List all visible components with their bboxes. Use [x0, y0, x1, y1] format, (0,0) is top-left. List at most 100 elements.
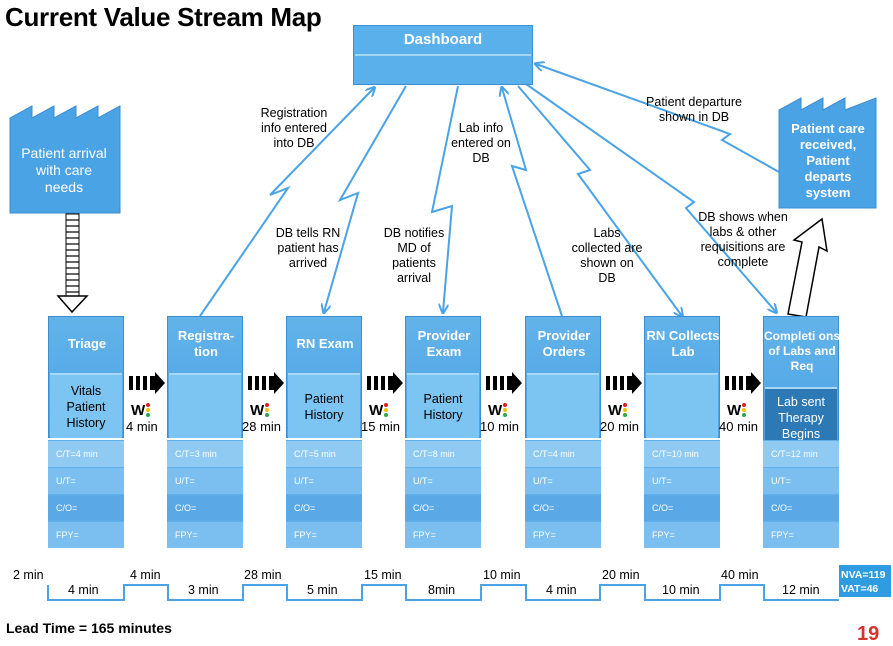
wait-icon: W: [488, 403, 507, 418]
timeline-wait-4: 15 min: [364, 568, 402, 582]
lead-time: Lead Time = 165 minutes: [6, 620, 172, 636]
process-box-completion: Completi ons of Labs and Req Lab sent Th…: [763, 316, 841, 448]
co-label: C/O=: [405, 495, 481, 521]
ct-value: C/T=12 min: [763, 441, 839, 467]
page-title: Current Value Stream Map: [5, 2, 322, 32]
ut-label: U/T=: [644, 468, 720, 494]
info-arrow-customer-to-db: [536, 64, 780, 173]
summary-box: NVA=119 VAT=46: [839, 565, 891, 597]
push-arrow-icon: [129, 372, 165, 394]
page-number: 19: [857, 623, 880, 645]
exit-arrow-up: [787, 217, 828, 318]
fpy-label: FPY=: [286, 522, 362, 548]
wait-time: 10 min: [480, 419, 520, 434]
annotation-lab-info: Lab info entered on DB: [451, 121, 511, 165]
process-name: Provider Orders: [537, 328, 591, 359]
data-box-rn-collects-lab: C/T=10 min U/T= C/O= FPY=: [644, 440, 720, 548]
fpy-label: FPY=: [644, 522, 720, 548]
process-box-triage: Triage Vitals Patient History: [48, 316, 124, 438]
data-box-provider-orders: C/T=4 min U/T= C/O= FPY=: [525, 440, 601, 548]
customer-label: Patient care received, Patient departs s…: [791, 121, 865, 200]
process-box-registration: Registra-tion: [167, 316, 243, 438]
process-note: [169, 373, 241, 438]
fpy-label: FPY=: [405, 522, 481, 548]
info-arrow-db-to-rn-collects: [517, 85, 682, 316]
process-name: Registra-tion: [177, 328, 235, 359]
timeline-wait-6: 20 min: [602, 568, 640, 582]
process-name: Completi ons of Labs and Req: [764, 328, 841, 373]
process-name: RN Exam: [296, 336, 354, 351]
annotation-registration-info: Registration info entered into DB: [260, 106, 328, 150]
vat-value: VAT=46: [841, 583, 879, 595]
process-name: Provider Exam: [417, 328, 471, 359]
timeline-process-2: 3 min: [188, 583, 219, 597]
wait-letter: W: [131, 402, 146, 419]
push-arrow-icon: [725, 372, 761, 394]
wait-letter: W: [369, 402, 384, 419]
process-note: [527, 373, 599, 438]
info-arrow-orders-to-db: [502, 88, 563, 317]
ct-value: C/T=5 min: [286, 441, 362, 467]
wait-time: 40 min: [719, 419, 759, 434]
supplier-factory-shape: [9, 105, 121, 214]
timeline-wait-7: 40 min: [721, 568, 759, 582]
process-box-provider-orders: Provider Orders: [525, 316, 601, 438]
co-label: C/O=: [48, 495, 124, 521]
timeline-wait-2: 4 min: [130, 568, 161, 582]
annotation-db-tells-rn: DB tells RN patient has arrived: [275, 226, 341, 270]
co-label: C/O=: [286, 495, 362, 521]
info-flow-arrows: [199, 64, 780, 317]
timeline-wait-1: 2 min: [13, 568, 44, 582]
ct-value: C/T=4 min: [48, 441, 124, 467]
dashboard-title: Dashboard: [403, 31, 483, 48]
timeline-process-6: 10 min: [662, 583, 700, 597]
co-label: C/O=: [644, 495, 720, 521]
timeline-process-4: 8min: [428, 583, 456, 597]
dashboard-divider: [355, 54, 531, 56]
fpy-label: FPY=: [167, 522, 243, 548]
timeline-process-7: 12 min: [782, 583, 820, 597]
info-arrow-registration-to-db: [199, 88, 374, 317]
process-note: [646, 373, 718, 438]
data-box-completion: C/T=12 min U/T= C/O= FPY=: [763, 440, 839, 548]
process-name: Triage: [67, 336, 107, 351]
ut-label: U/T=: [167, 468, 243, 494]
fpy-label: FPY=: [48, 522, 124, 548]
process-note: Vitals Patient History: [50, 373, 122, 438]
dashboard-box: Dashboard: [353, 25, 533, 85]
wait-time: 28 min: [242, 419, 282, 434]
wait-icon: W: [131, 402, 150, 419]
annotation-patient-departure: Patient departure shown in DB: [646, 95, 742, 124]
ct-value: C/T=4 min: [525, 441, 601, 467]
co-label: C/O=: [763, 495, 839, 521]
co-label: C/O=: [167, 495, 243, 521]
timeline-process-1: 4 min: [68, 583, 99, 597]
process-box-rn-collects-lab: RN Collects Lab: [644, 316, 720, 438]
timeline-wait-5: 10 min: [483, 568, 521, 582]
wait-letter: W: [250, 402, 265, 419]
process-note: Patient History: [288, 373, 360, 438]
ut-label: U/T=: [286, 468, 362, 494]
process-name: RN Collects Lab: [646, 328, 720, 359]
data-box-rn-exam: C/T=5 min U/T= C/O= FPY=: [286, 440, 362, 548]
wait-time: 15 min: [361, 419, 401, 434]
fpy-label: FPY=: [525, 522, 601, 548]
wait-icon: W: [250, 402, 269, 419]
ct-value: C/T=10 min: [644, 441, 720, 467]
timeline-wait-3: 28 min: [244, 568, 282, 582]
timeline-process-3: 5 min: [307, 583, 338, 597]
timeline-line: [47, 584, 839, 601]
wait-icon: W: [608, 403, 627, 418]
ut-label: U/T=: [763, 468, 839, 494]
wait-time: 20 min: [600, 419, 640, 434]
customer-factory-shape: [778, 97, 877, 209]
data-box-triage: C/T=4 min U/T= C/O= FPY=: [48, 440, 124, 548]
ct-value: C/T=8 min: [405, 441, 481, 467]
push-arrow-icon: [606, 372, 642, 394]
ut-label: U/T=: [405, 468, 481, 494]
fpy-label: FPY=: [763, 522, 839, 548]
push-arrow-down: [56, 213, 89, 314]
